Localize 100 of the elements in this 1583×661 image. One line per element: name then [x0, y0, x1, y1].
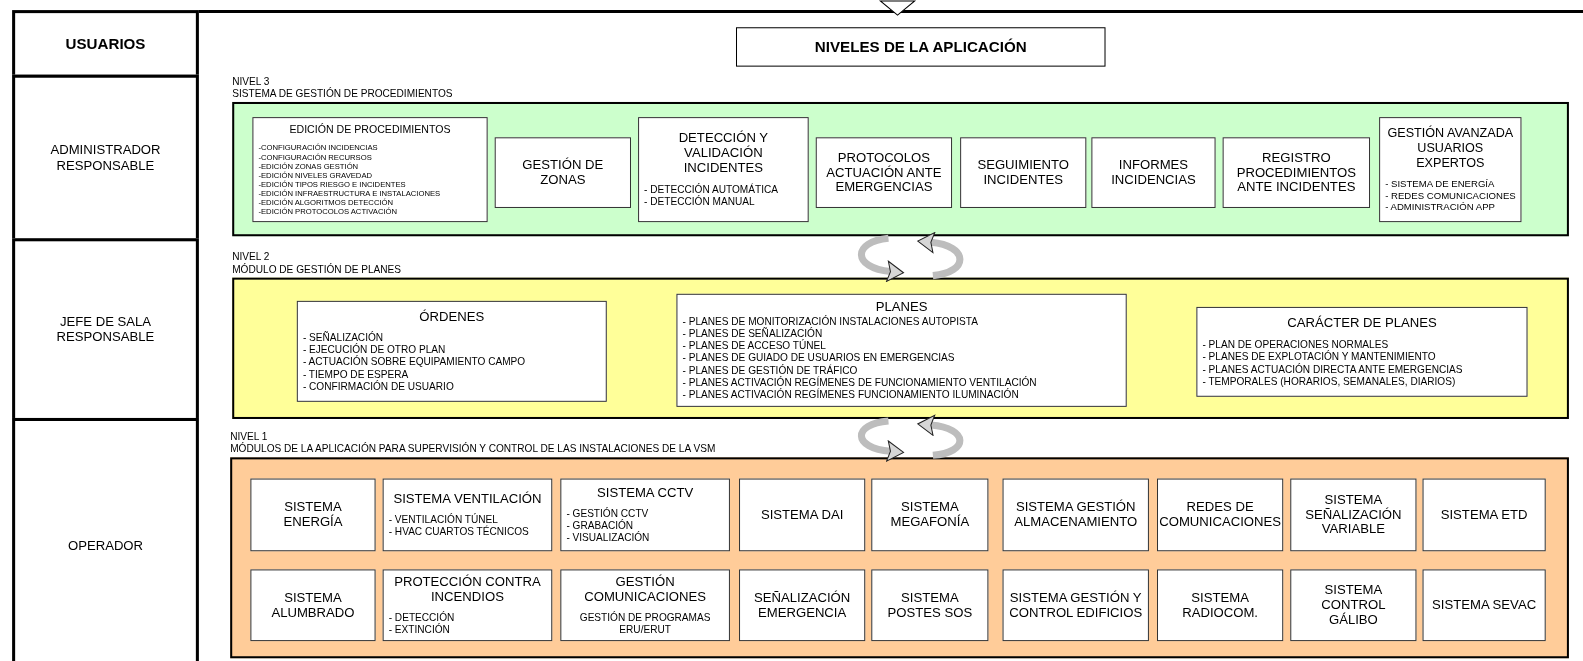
- module-box: [382, 569, 553, 642]
- box-title: NIVELES DE LA APLICACIÓN: [814, 38, 1027, 56]
- box-title: PLANES: [875, 299, 928, 315]
- list-item: - HVAC CUARTOS TÉCNICOS: [388, 526, 529, 539]
- cycle-arrow: [917, 232, 964, 280]
- module-box: [1196, 306, 1528, 397]
- list-item: - PLANES DE SEÑALIZACIÓN: [682, 328, 823, 340]
- level-panel: [232, 251, 1569, 419]
- list-item: - PLANES ACTIVACIÓN REGÍMENES FUNCIONAMIENTO ILUMINACIÓN: [682, 388, 1019, 401]
- list-item: - ACTUACIÓN SOBRE EQUIPAMIENTO CAMPO: [302, 356, 526, 369]
- role-label: ADMINISTRADOR RESPONSABLE: [49, 142, 162, 174]
- list-item: - GRABACIÓN: [566, 520, 634, 532]
- box-title: SISTEMA RADIOCOM.: [1181, 590, 1259, 621]
- box-title: GESTIÓN DE ZONAS: [521, 157, 605, 188]
- box-title: REDES DE COMUNICACIONES: [1159, 499, 1281, 530]
- list-item: - ADMINISTRACIÓN APP: [1385, 201, 1495, 213]
- box-title: SISTEMA CONTROL GÁLIBO: [1320, 582, 1387, 628]
- module-box: [739, 569, 866, 642]
- list-item: - PLANES ACTIVACIÓN REGÍMENES DE FUNCIONAMIENTO VENTILACIÓN: [682, 376, 1037, 388]
- level-title: MÓDULOS DE LA APLICACIÓN PARA SUPERVISIÓN Y CONTROL DE LAS INSTALACIONES DE LA VSM: [230, 443, 716, 456]
- list-item: - DETECCIÓN: [388, 612, 455, 624]
- module-box: [560, 478, 730, 552]
- list-item: - PLANES DE ACCESO TÚNEL: [682, 340, 826, 353]
- module-box: [1379, 117, 1522, 223]
- list-item: - DETECCIÓN AUTOMÁTICA: [644, 184, 778, 196]
- box-title: SISTEMA ENERGÍA: [282, 499, 344, 530]
- list-item: - PLANES DE EXPLOTACIÓN Y MANTENIMIENTO: [1202, 351, 1436, 363]
- box-title: EDICIÓN DE PROCEDIMIENTOS: [289, 122, 451, 135]
- list-item: - VENTILACIÓN TÚNEL: [388, 514, 498, 526]
- module-box: [815, 137, 953, 208]
- list-item: - CONFIRMACIÓN DE USUARIO: [302, 381, 454, 394]
- level-title: MÓDULO DE GESTIÓN DE PLANES: [232, 263, 402, 276]
- module-box: [252, 117, 488, 223]
- box-title: REGISTRO PROCEDIMIENTOS ANTE INCIDENTES: [1235, 150, 1357, 196]
- box-title: SISTEMA MEGAFONÍA: [889, 499, 971, 530]
- module-box: [1002, 478, 1149, 552]
- box-title: SISTEMA CCTV: [597, 485, 694, 501]
- module-box: [1091, 137, 1216, 208]
- list-item: - PLANES DE MONITORIZACIÓN INSTALACIONES AUTOPISTA: [682, 315, 978, 328]
- module-box: [638, 117, 809, 223]
- box-title: SEÑALIZACIÓN EMERGENCIA: [753, 590, 852, 621]
- cycle-arrow: [858, 417, 904, 462]
- module-box: [1290, 569, 1417, 642]
- box-title: PROTOCOLOS ACTUACIÓN ANTE EMERGENCIAS: [825, 150, 943, 196]
- module-box: [960, 137, 1087, 208]
- box-title: ÓRDENES: [419, 309, 485, 325]
- role-label: OPERADOR: [67, 538, 144, 554]
- module-box: [494, 137, 631, 208]
- box-title: PROTECCIÓN CONTRA INCENDIOS: [393, 574, 542, 605]
- level-panel: [232, 75, 1569, 237]
- module-box: [560, 569, 730, 642]
- level-number: NIVEL 1: [230, 431, 268, 443]
- list-item: - TIEMPO DE ESPERA: [302, 369, 409, 381]
- box-title: GESTIÓN COMUNICACIONES: [583, 574, 708, 605]
- list-item: - PLANES ACTUACIÓN DIRECTA ANTE EMERGENCIAS: [1202, 363, 1463, 376]
- list-item: - PLAN DE OPERACIONES NORMALES: [1202, 339, 1389, 351]
- box-title: INFORMES INCIDENCIAS: [1110, 157, 1197, 188]
- module-box: [739, 478, 866, 552]
- module-box: [1290, 478, 1417, 552]
- list-item: - TEMPORALES (HORARIOS, SEMANALES, DIARIOS): [1202, 375, 1456, 388]
- list-item: - VISUALIZACIÓN: [566, 532, 650, 545]
- level-number: NIVEL 2: [232, 251, 270, 263]
- module-box: [296, 300, 607, 402]
- list-item: - GESTIÓN CCTV: [566, 508, 649, 520]
- list-item: - SEÑALIZACIÓN: [302, 332, 384, 344]
- module-box: [1157, 478, 1284, 552]
- box-title: SISTEMA SEVAC: [1432, 597, 1537, 613]
- box-title: SISTEMA DAI: [760, 507, 844, 523]
- list-item: - PLANES DE GESTIÓN DE TRÁFICO: [682, 364, 858, 376]
- box-title: SISTEMA POSTES SOS: [886, 590, 974, 621]
- level-panel: [230, 431, 1569, 659]
- role-label: USUARIOS: [65, 35, 146, 53]
- module-box: [1002, 569, 1149, 642]
- module-box: [676, 293, 1127, 407]
- level-title: SISTEMA DE GESTIÓN DE PROCEDIMIENTOS: [232, 87, 453, 100]
- module-box: [382, 478, 553, 552]
- box-title: SISTEMA GESTIÓN ALMACENAMIENTO: [1013, 499, 1139, 530]
- list-item: - DETECCIÓN MANUAL: [644, 196, 755, 209]
- box-title: SEGUIMIENTO INCIDENTES: [976, 157, 1071, 188]
- module-box: [250, 478, 376, 552]
- module-box: [1157, 569, 1284, 642]
- module-box: [1422, 569, 1546, 642]
- module-box: [1222, 137, 1371, 208]
- list-item: - SISTEMA DE ENERGÍA: [1385, 178, 1495, 190]
- box-title: GESTIÓN AVANZADA USUARIOS EXPERTOS: [1386, 126, 1515, 171]
- box-title: CARÁCTER DE PLANES: [1287, 316, 1437, 332]
- list-item: - EJECUCIÓN DE OTRO PLAN: [302, 344, 446, 356]
- list-item: - EXTINCIÓN: [388, 624, 450, 637]
- title-box: [736, 27, 1106, 67]
- list-item: - REDES COMUNICACIONES: [1385, 189, 1516, 202]
- box-title: SISTEMA VENTILACIÓN: [393, 491, 542, 507]
- box-title: DETECCIÓN Y VALIDACIÓN INCIDENTES: [677, 130, 770, 177]
- box-subtitle: GESTIÓN DE PROGRAMAS ERU/ERUT: [578, 612, 712, 637]
- module-box: [1422, 478, 1546, 552]
- module-box: [871, 478, 989, 552]
- list-item: - PLANES DE GUIADO DE USUARIOS EN EMERGENCIAS: [682, 352, 955, 364]
- module-box: [871, 569, 989, 642]
- role-label: JEFE DE SALA RESPONSABLE: [55, 314, 156, 345]
- module-box: [250, 569, 376, 642]
- box-title: SISTEMA ETD: [1440, 507, 1528, 523]
